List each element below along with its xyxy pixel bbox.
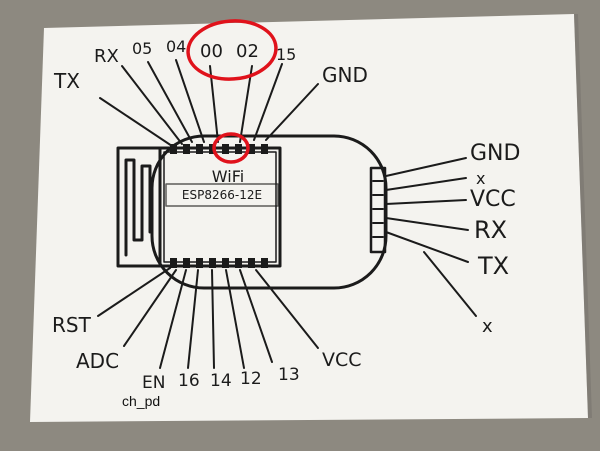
right-pin-vcc: VCC xyxy=(470,187,516,212)
bottom-pin-labels: RST ADC EN 16 14 12 13 VCC xyxy=(52,313,362,393)
highlight-marks xyxy=(186,19,278,164)
bottom-pin-adc: ADC xyxy=(76,349,119,373)
right-pin-tx: TX xyxy=(477,252,509,280)
bottom-pin-12: 12 xyxy=(240,369,262,389)
right-pin-gnd: GND xyxy=(470,141,520,166)
right-pin-labels: GND x VCC RX TX x xyxy=(470,141,520,337)
bottom-pin-16: 16 xyxy=(178,371,200,391)
highlight-circle-module-pins xyxy=(212,132,250,164)
module-title: WiFi xyxy=(212,167,244,186)
paper-shadow xyxy=(574,14,592,418)
en-note-caption: ch_pd xyxy=(122,393,160,409)
bottom-pin-13: 13 xyxy=(278,365,300,385)
right-pin-x2: x xyxy=(482,316,493,337)
top-pin-02: 02 xyxy=(236,41,259,62)
right-pin-x1: x xyxy=(476,169,485,188)
bottom-pin-en: EN xyxy=(142,373,165,393)
bottom-pin-14: 14 xyxy=(210,371,232,391)
top-pin-00: 00 xyxy=(200,41,223,62)
top-pin-labels: TX RX 05 04 00 02 15 GND xyxy=(53,37,368,93)
antenna-area xyxy=(116,146,162,268)
top-pin-05: 05 xyxy=(132,39,152,58)
right-header-connector xyxy=(369,166,387,254)
module-model: ESP8266-12E xyxy=(182,188,262,202)
bottom-pin-vcc: VCC xyxy=(322,349,362,371)
bottom-pads xyxy=(170,258,268,268)
top-pin-tx: TX xyxy=(53,69,80,93)
right-wires xyxy=(385,157,477,317)
antenna-trace xyxy=(124,158,152,257)
paper-sheet xyxy=(30,14,588,422)
top-pin-rx: RX xyxy=(94,46,119,67)
esp-module: WiFi ESP8266-12E xyxy=(116,144,282,268)
highlight-circle-gpio-00-02 xyxy=(186,19,278,81)
top-pin-04: 04 xyxy=(166,37,186,56)
right-pin-rx: RX xyxy=(474,216,507,244)
top-wires xyxy=(99,59,319,147)
module-label-box xyxy=(165,183,279,207)
top-pin-gnd: GND xyxy=(322,63,368,87)
top-pin-15: 15 xyxy=(276,45,296,64)
bottom-wires xyxy=(97,267,319,369)
bottom-pin-rst: RST xyxy=(52,313,92,337)
